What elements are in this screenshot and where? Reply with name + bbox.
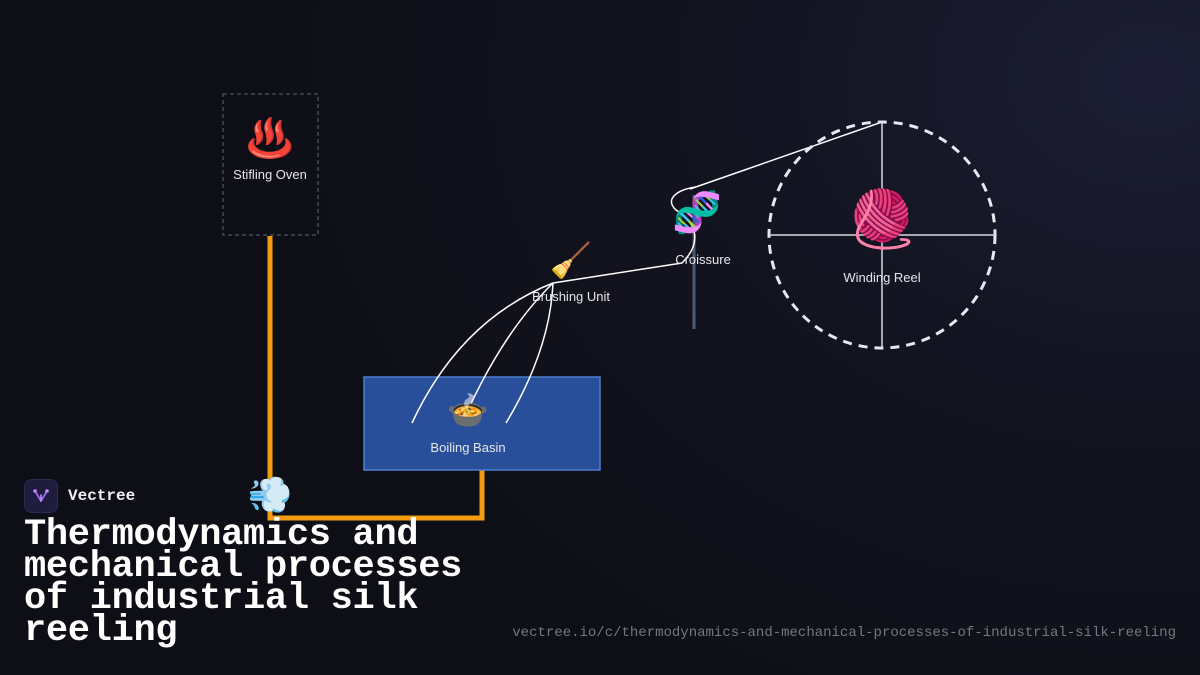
page-url[interactable]: vectree.io/c/thermodynamics-and-mechanic… [512,625,1176,641]
hot-springs-icon: ♨️ [246,116,294,160]
croissure-label: Croissure [675,252,731,267]
steam-puff-icon: 💨 [247,475,293,516]
brand-name: Vectree [68,487,136,505]
pot-of-food-icon: 🍲 [446,391,490,431]
boiling-basin-label: Boiling Basin [430,440,506,455]
steam-pipe [267,236,485,521]
silk-thread-to-croissure [552,262,683,284]
silk-thread-to-reel [689,121,883,190]
stifling-oven-box [222,93,319,236]
croissure-twist-loop [670,186,697,264]
page-title: Thermodynamics and mechanical processes … [24,514,463,652]
yarn-ball-icon: 🧶 [847,187,917,252]
boiling-basin-box [363,376,601,471]
stifling-oven-label: Stifling Oven [233,167,307,182]
silk-thread-2 [467,282,554,411]
brand: Vectree [24,479,135,513]
broom-icon: 🧹 [549,241,593,281]
vectree-logo-icon [24,479,58,513]
brushing-unit-label: Brushing Unit [531,289,611,304]
dna-icon: 🧬 [672,190,722,236]
silk-thread-3 [505,282,554,424]
silk-thread-1 [411,282,554,424]
winding-reel-label: Winding Reel [843,270,921,285]
